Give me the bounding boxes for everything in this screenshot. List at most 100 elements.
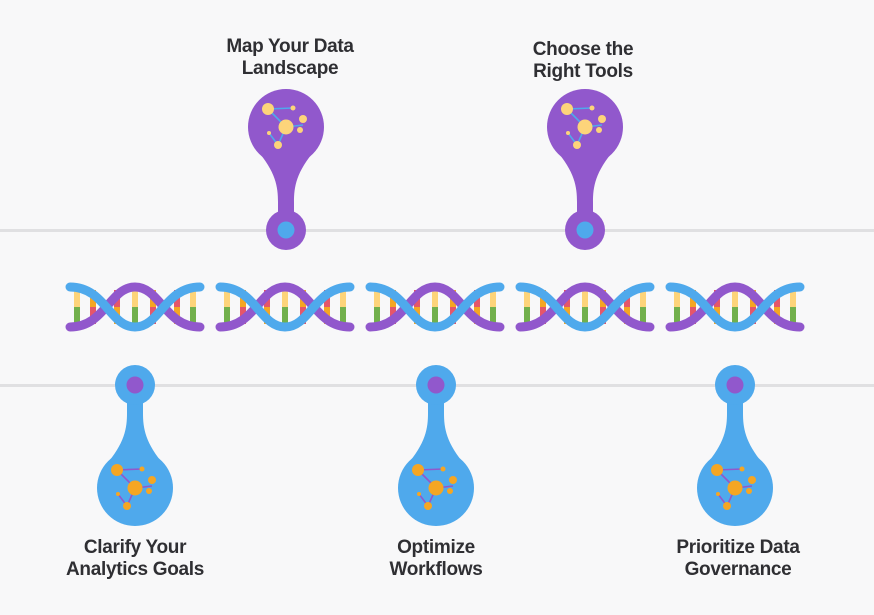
dna-rung-bottom bbox=[74, 307, 80, 324]
pin-dot bbox=[726, 376, 744, 394]
molecule-atom bbox=[290, 105, 296, 111]
pin-neck bbox=[256, 149, 316, 222]
pin-marker bbox=[697, 365, 773, 526]
molecule-atom bbox=[716, 492, 720, 496]
dna-strand-purple bbox=[515, 282, 655, 332]
dna-rung-bottom bbox=[732, 307, 738, 324]
molecule-atom bbox=[748, 476, 756, 484]
molecule-atom bbox=[573, 141, 581, 149]
dna-strand-blue bbox=[515, 282, 655, 332]
molecule-atom bbox=[561, 103, 573, 115]
molecule-atom bbox=[299, 115, 307, 123]
molecule-atom bbox=[148, 476, 156, 484]
molecule-atom bbox=[111, 464, 123, 476]
pin-dot bbox=[126, 376, 144, 394]
pin-marker bbox=[398, 365, 474, 526]
dna-strand-purple bbox=[665, 282, 805, 332]
pin-neck bbox=[105, 393, 165, 466]
molecule-atom bbox=[711, 464, 723, 476]
dna-rung-bottom bbox=[190, 307, 196, 324]
pin-dot bbox=[576, 221, 594, 239]
molecule-atom bbox=[412, 464, 424, 476]
label-line: Right Tools bbox=[533, 61, 633, 82]
dna-rung-bottom bbox=[490, 307, 496, 324]
molecule-atom bbox=[598, 115, 606, 123]
dna-strand-purple bbox=[65, 282, 205, 332]
molecule-icon bbox=[412, 464, 457, 510]
pin-marker bbox=[547, 89, 623, 250]
molecule-atom bbox=[123, 502, 131, 510]
molecule-atom bbox=[424, 502, 432, 510]
pin-marker bbox=[97, 365, 173, 526]
dna-rung-bottom bbox=[790, 307, 796, 324]
dna-rung-bottom bbox=[340, 307, 346, 324]
dna-strand-blue bbox=[215, 282, 355, 332]
pin-dot bbox=[277, 221, 295, 239]
dna-segment bbox=[515, 282, 655, 332]
pin-neck bbox=[705, 393, 765, 466]
molecule-atom bbox=[267, 131, 271, 135]
dna-rung-bottom bbox=[282, 307, 288, 324]
dna-strand-blue bbox=[365, 282, 505, 332]
molecule-atom bbox=[146, 488, 152, 494]
dna-strand-blue bbox=[65, 282, 205, 332]
step-label-prioritize-governance: Prioritize Data Governance bbox=[628, 537, 848, 581]
dna-rung-bottom bbox=[132, 307, 138, 324]
dna-rung-top bbox=[524, 290, 530, 307]
dna-rung-top bbox=[132, 290, 138, 307]
molecule-atom bbox=[127, 480, 143, 496]
step-label-clarify-goals: Clarify Your Analytics Goals bbox=[25, 537, 245, 581]
dna-rung-bottom bbox=[640, 307, 646, 324]
pin-neck bbox=[555, 149, 615, 222]
molecule-atom bbox=[723, 502, 731, 510]
dna-rung-top bbox=[732, 290, 738, 307]
dna-rung-top bbox=[582, 290, 588, 307]
molecule-atom bbox=[447, 488, 453, 494]
label-line: Map Your Data bbox=[226, 36, 354, 57]
dna-strand-purple bbox=[365, 282, 505, 332]
dna-rung-bottom bbox=[374, 307, 380, 324]
molecule-atom bbox=[739, 466, 745, 472]
dna-segment bbox=[665, 282, 805, 332]
molecule-icon bbox=[262, 103, 307, 149]
molecule-icon bbox=[711, 464, 756, 510]
label-line: Workflows bbox=[389, 559, 483, 580]
molecule-atom bbox=[589, 105, 595, 111]
dna-strand-blue bbox=[665, 282, 805, 332]
dna-rung-top bbox=[74, 290, 80, 307]
dna-rung-top bbox=[490, 290, 496, 307]
molecule-atom bbox=[566, 131, 570, 135]
top-divider-line bbox=[0, 229, 874, 232]
molecule-icon bbox=[111, 464, 156, 510]
dna-rung-bottom bbox=[524, 307, 530, 324]
dna-segment bbox=[215, 282, 355, 332]
dna-rung-top bbox=[640, 290, 646, 307]
molecule-atom bbox=[278, 119, 294, 135]
pin-marker bbox=[248, 89, 324, 250]
molecule-atom bbox=[417, 492, 421, 496]
label-line: Prioritize Data bbox=[676, 537, 800, 558]
dna-rung-top bbox=[432, 290, 438, 307]
step-label-map-data: Map Your Data Landscape bbox=[180, 36, 400, 80]
molecule-atom bbox=[727, 480, 743, 496]
pin-dot bbox=[427, 376, 445, 394]
dna-strand-purple bbox=[215, 282, 355, 332]
label-line: Choose the bbox=[532, 39, 634, 60]
molecule-atom bbox=[596, 127, 602, 133]
dna-rung-top bbox=[190, 290, 196, 307]
molecule-atom bbox=[274, 141, 282, 149]
molecule-atom bbox=[116, 492, 120, 496]
dna-rung-bottom bbox=[432, 307, 438, 324]
pin-neck bbox=[406, 393, 466, 466]
dna-rung-top bbox=[374, 290, 380, 307]
step-label-choose-tools: Choose the Right Tools bbox=[473, 39, 693, 83]
dna-segment bbox=[65, 282, 205, 332]
label-line: Landscape bbox=[241, 58, 339, 79]
molecule-atom bbox=[440, 466, 446, 472]
label-line: Governance bbox=[684, 559, 792, 580]
label-line: Clarify Your bbox=[83, 537, 187, 558]
dna-rung-bottom bbox=[224, 307, 230, 324]
dna-rung-bottom bbox=[674, 307, 680, 324]
molecule-atom bbox=[746, 488, 752, 494]
